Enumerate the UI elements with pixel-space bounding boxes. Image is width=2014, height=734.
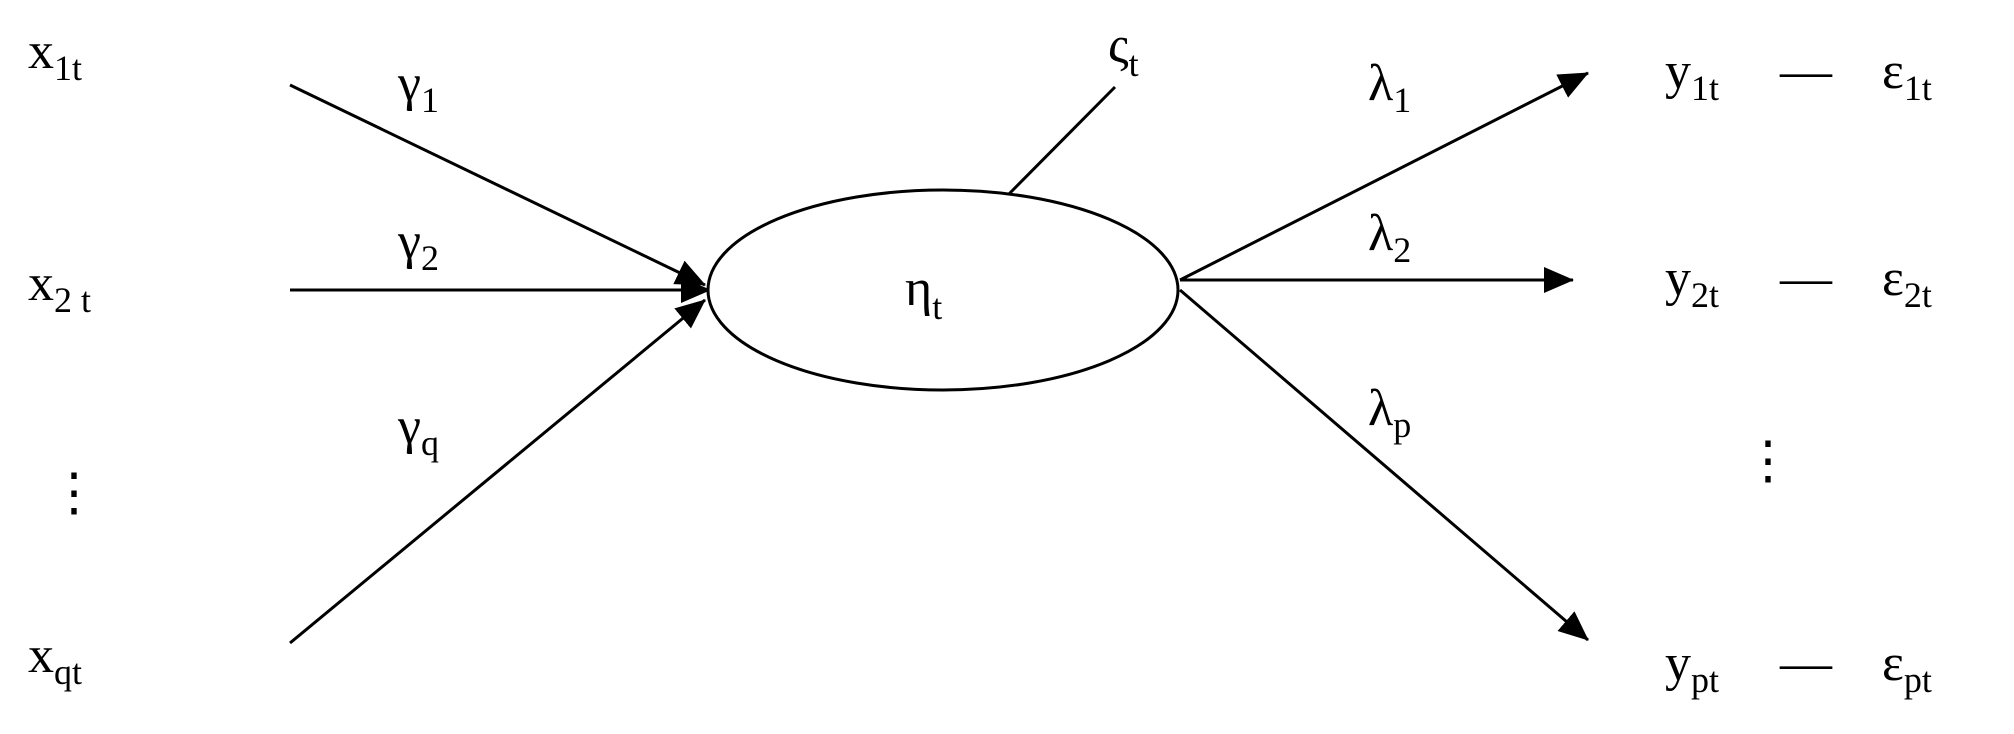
gamma-2-label: γ2 bbox=[397, 213, 439, 278]
gamma-q-label: γq bbox=[397, 398, 439, 463]
output-y1-label: y1t bbox=[1665, 43, 1719, 108]
path-eta-to-y1 bbox=[1179, 71, 1589, 282]
dash-1: — bbox=[1779, 43, 1833, 100]
lambda-2-label: λ2 bbox=[1368, 205, 1411, 270]
gamma-1-label: γ1 bbox=[397, 55, 439, 120]
dash-2: — bbox=[1779, 250, 1833, 307]
dash-p: — bbox=[1779, 635, 1833, 692]
path-xq-to-eta bbox=[289, 298, 706, 645]
path-eta-to-yp bbox=[1179, 288, 1589, 642]
disturbance-line bbox=[1005, 85, 1117, 198]
output-ellipsis: ⋮ bbox=[1742, 433, 1794, 490]
input-ellipsis: ⋮ bbox=[48, 465, 100, 522]
error-e1-label: ε1t bbox=[1882, 43, 1932, 108]
latent-label: ηt bbox=[905, 260, 942, 327]
lambda-1-label: λ1 bbox=[1368, 55, 1411, 120]
path-x1-to-eta bbox=[289, 83, 706, 287]
output-y2-label: y2t bbox=[1665, 250, 1719, 315]
input-x1-label: x1t bbox=[28, 23, 82, 88]
output-yp-label: ypt bbox=[1665, 635, 1719, 700]
latent-variable-ellipse bbox=[706, 188, 1180, 392]
lambda-p-label: λp bbox=[1368, 380, 1411, 445]
input-x2-label: x2 t bbox=[28, 255, 91, 320]
input-xq-label: xqt bbox=[28, 627, 82, 692]
error-e2-label: ε2t bbox=[1882, 250, 1932, 315]
disturbance-label: ςt bbox=[1108, 17, 1139, 84]
error-ep-label: εpt bbox=[1882, 635, 1932, 700]
